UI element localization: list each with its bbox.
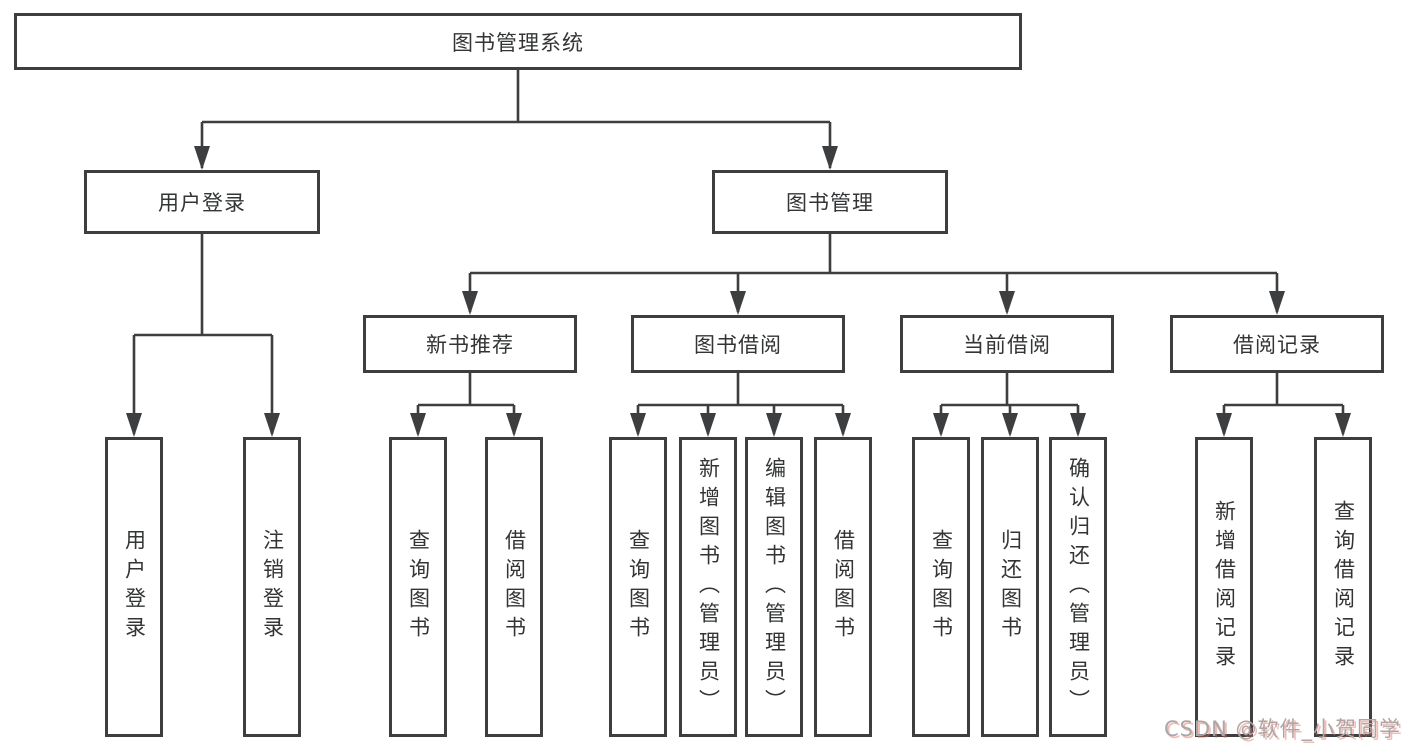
node-current-borrow: 当前借阅: [900, 315, 1114, 373]
leaf-return-books: 归还图书: [981, 437, 1039, 737]
arrowheads: [126, 146, 1351, 437]
node-book-management: 图书管理: [712, 170, 948, 234]
csdn-watermark: CSDN @软件_小贺同学: [1163, 717, 1401, 741]
leaf-label: 借阅图书: [831, 529, 856, 645]
leaf-label: 用户登录: [122, 529, 147, 645]
leaf-label: 新增图书（管理员）: [696, 456, 721, 718]
leaf-label: 查询图书: [929, 529, 954, 645]
node-user-login: 用户登录: [84, 170, 320, 234]
node-root-system: 图书管理系统: [14, 13, 1022, 70]
leaf-borrow-books: 借阅图书: [485, 437, 543, 737]
leaf-edit-books-admin: 编辑图书（管理员）: [745, 437, 803, 737]
leaf-add-books-admin: 新增图书（管理员）: [679, 437, 737, 737]
leaf-query-borrow-record: 查询借阅记录: [1314, 437, 1372, 737]
leaf-query-books: 查询图书: [609, 437, 667, 737]
leaf-query-books: 查询图书: [389, 437, 447, 737]
node-borrow-records: 借阅记录: [1170, 315, 1384, 373]
leaf-confirm-return-admin: 确认归还（管理员）: [1049, 437, 1107, 737]
leaf-label: 确认归还（管理员）: [1066, 456, 1091, 718]
node-new-book-recommend: 新书推荐: [363, 315, 577, 373]
leaf-label: 新增借阅记录: [1212, 500, 1237, 674]
leaf-label: 借阅图书: [502, 529, 527, 645]
leaf-label: 查询图书: [406, 529, 431, 645]
leaf-add-borrow-record: 新增借阅记录: [1195, 437, 1253, 737]
leaf-label: 查询借阅记录: [1331, 500, 1356, 674]
leaf-label: 归还图书: [998, 529, 1023, 645]
node-book-borrow: 图书借阅: [631, 315, 845, 373]
leaf-label: 注销登录: [260, 529, 285, 645]
leaf-logout: 注销登录: [243, 437, 301, 737]
leaf-user-login: 用户登录: [105, 437, 163, 737]
leaf-borrow-books: 借阅图书: [814, 437, 872, 737]
leaf-label: 编辑图书（管理员）: [762, 456, 787, 718]
leaf-query-books: 查询图书: [912, 437, 970, 737]
leaf-label: 查询图书: [626, 529, 651, 645]
